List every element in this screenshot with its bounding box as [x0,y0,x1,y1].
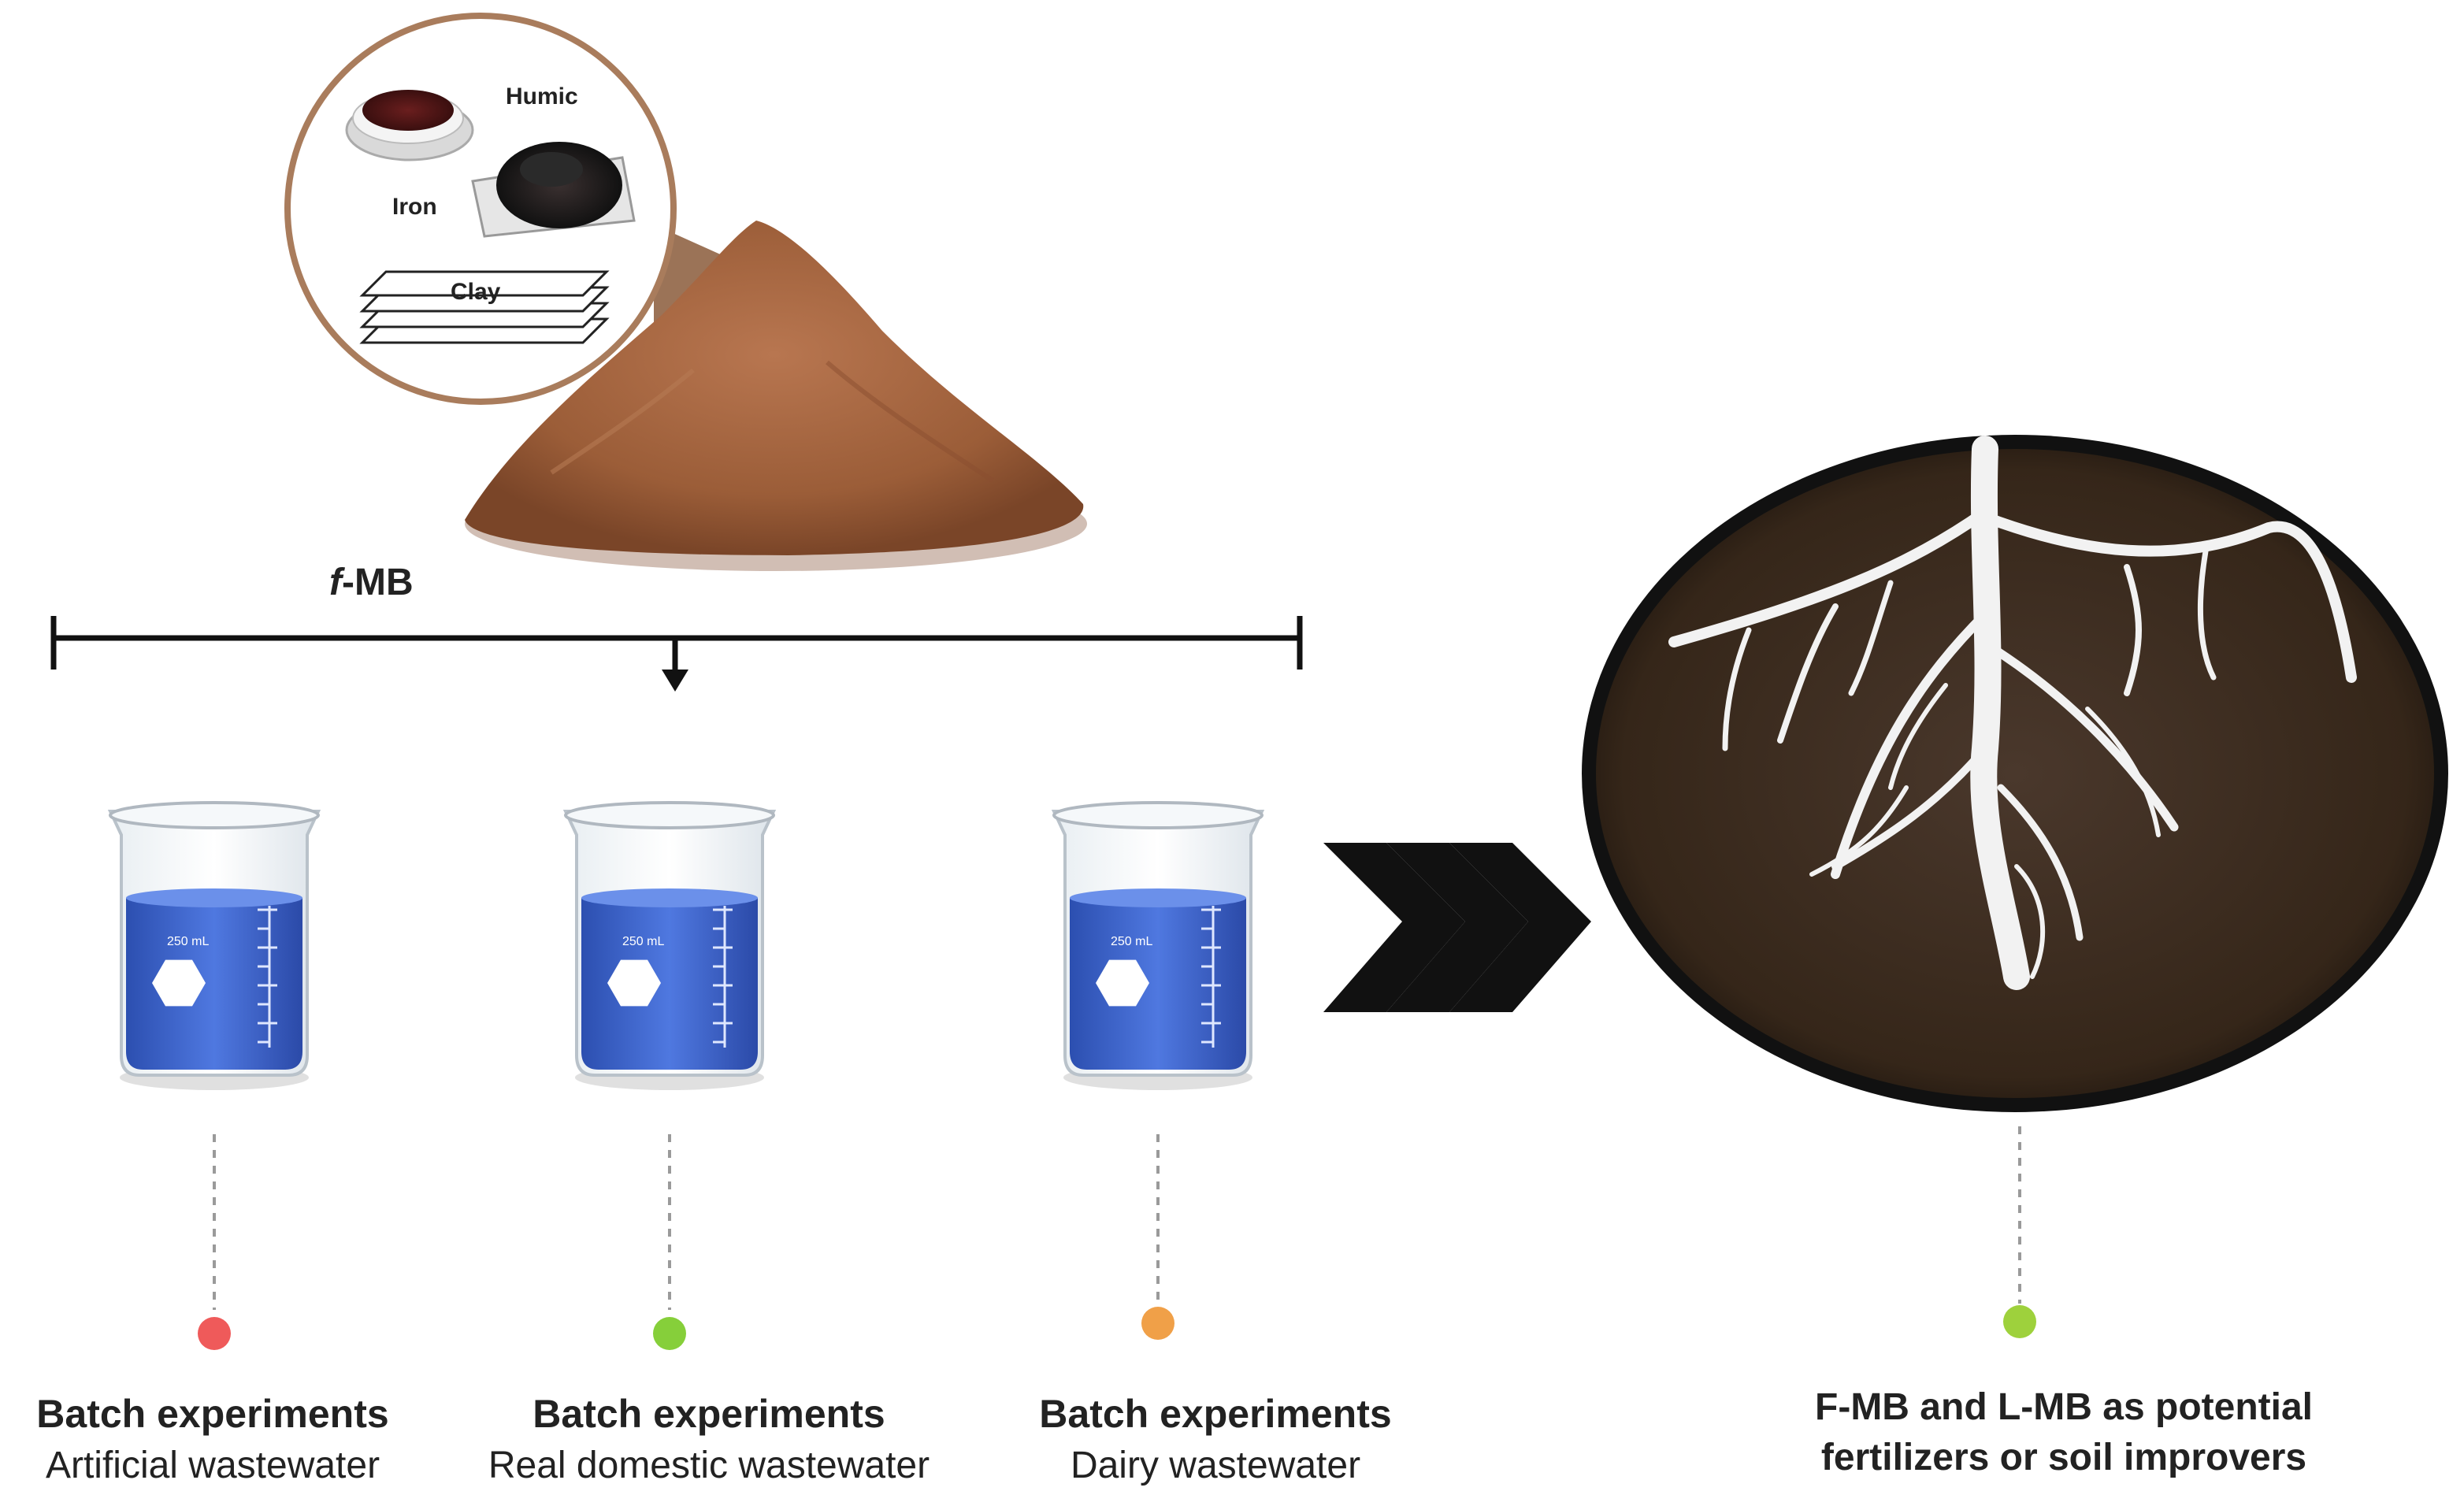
hexagon-logo-icon [607,959,661,1007]
distribution-bracket [50,616,1303,673]
soil-status-dot [2003,1305,2036,1338]
soil-caption-line1: F-MB and L-MB as potential [1815,1386,2313,1428]
status-dot [198,1317,231,1350]
iron-dish-icon [345,90,474,161]
down-arrow-icon [662,670,688,692]
beaker-volume-label: 250 mL [1111,935,1152,948]
humic-tray-icon [471,142,636,238]
soil-roots-illustration [1582,435,2448,1112]
clay-layers-icon [359,270,610,344]
status-dot [1141,1307,1174,1340]
beaker-volume-label: 250 mL [622,935,664,948]
water-fill [126,898,302,1070]
beaker-title: Batch experiments [1039,1392,1391,1436]
beaker-volume-label: 250 mL [167,935,209,948]
clay-label: Clay [451,279,501,305]
water-fill [1070,898,1246,1070]
fmb-label-italic: f [329,562,345,603]
fmb-label-rest: -MB [342,562,414,603]
beaker-title: Batch experiments [533,1392,885,1436]
beaker-subtitle: Artificial wastewater [46,1445,380,1486]
chevron-arrows-icon [1323,843,1591,1012]
soil-caption-line2: fertilizers or soil improvers [1821,1437,2306,1478]
beaker-subtitle: Dairy wastewater [1071,1445,1360,1486]
root-system-icon [1668,436,2357,990]
powder-pile-icon [465,221,1087,571]
beaker-subtitle: Real domestic wastewater [488,1445,930,1486]
materials-inset: Iron Humic Clay [284,13,733,405]
hexagon-logo-icon [1096,959,1149,1007]
fmb-label: f-MB [329,562,414,603]
beaker-title: Batch experiments [36,1392,388,1436]
iron-label: Iron [392,194,437,220]
hexagon-logo-icon [152,959,206,1007]
status-dot [653,1317,686,1350]
humic-label: Humic [506,83,578,109]
water-fill [581,898,758,1070]
